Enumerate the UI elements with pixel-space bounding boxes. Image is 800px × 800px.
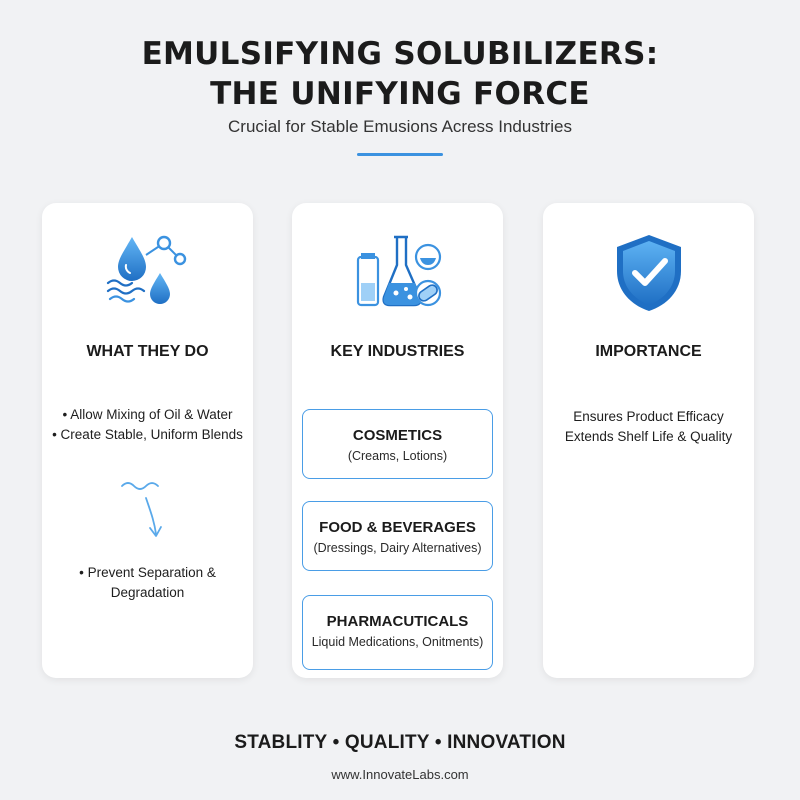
industry-box-cosmetics: COSMETICS (Creams, Lotions) — [302, 409, 493, 479]
importance-lines: Ensures Product Efficacy Extends Shelf L… — [543, 407, 754, 447]
industry-desc: (Dressings, Dairy Alternatives) — [313, 541, 482, 555]
water-drops-molecule-icon — [106, 235, 187, 304]
bullet-prevent-line-1: • Prevent Separation & — [79, 565, 216, 580]
bullet-prevent-line-2: Degradation — [110, 585, 185, 600]
industry-desc: Liquid Medications, Onitments) — [311, 635, 484, 649]
shield-check-icon — [617, 235, 681, 311]
importance-efficacy: Ensures Product Efficacy — [573, 409, 724, 424]
card-heading-importance: IMPORTANCE — [595, 343, 702, 360]
card-what-they-do: WHAT THEY DO • Allow Mixing of Oil & Wat… — [42, 203, 253, 678]
industry-box-food-beverages: FOOD & BEVERAGES (Dressings, Dairy Alter… — [302, 501, 493, 571]
footer-tagline: STABLITY • QUALITY • INNOVATION — [234, 732, 566, 753]
bullet-mixing: • Allow Mixing of Oil & Water — [62, 407, 233, 422]
card-heading-what-they-do: WHAT THEY DO — [86, 343, 209, 360]
what-they-do-bullets: • Allow Mixing of Oil & Water • Create S… — [42, 405, 253, 445]
industry-desc: (Creams, Lotions) — [347, 449, 448, 463]
industry-box-pharmaceuticals: PHARMACUTICALS Liquid Medications, Onitm… — [302, 595, 493, 670]
card-importance: IMPORTANCE Ensures Product Efficacy Exte… — [543, 203, 754, 678]
page-subtitle: Crucial for Stable Emusions Acress Indus… — [228, 117, 572, 136]
bullet-prevent-separation: • Prevent Separation & Degradation — [42, 563, 253, 603]
title-line-1: EMULSIFYING SOLUBILIZERS: — [141, 36, 659, 72]
card-heading-key-industries: KEY INDUSTRIES — [330, 343, 465, 360]
title-divider — [357, 153, 443, 156]
page-title: EMULSIFYING SOLUBILIZERS: THE UNIFYING F… — [0, 34, 800, 114]
card-key-industries: KEY INDUSTRIES COSMETICS (Creams, Lotion… — [292, 203, 503, 678]
footer-url: www.InnovateLabs.com — [331, 767, 469, 782]
importance-shelf-life: Extends Shelf Life & Quality — [564, 429, 733, 444]
industry-name: PHARMACUTICALS — [326, 613, 469, 630]
lab-products-icon — [356, 235, 442, 307]
industry-name: COSMETICS — [352, 427, 443, 444]
bullet-stable-blends: • Create Stable, Uniform Blends — [52, 427, 243, 442]
industry-name: FOOD & BEVERAGES — [319, 519, 476, 536]
title-line-2: THE UNIFYING FORCE — [210, 76, 590, 112]
wave-arrow-icon — [121, 482, 162, 537]
